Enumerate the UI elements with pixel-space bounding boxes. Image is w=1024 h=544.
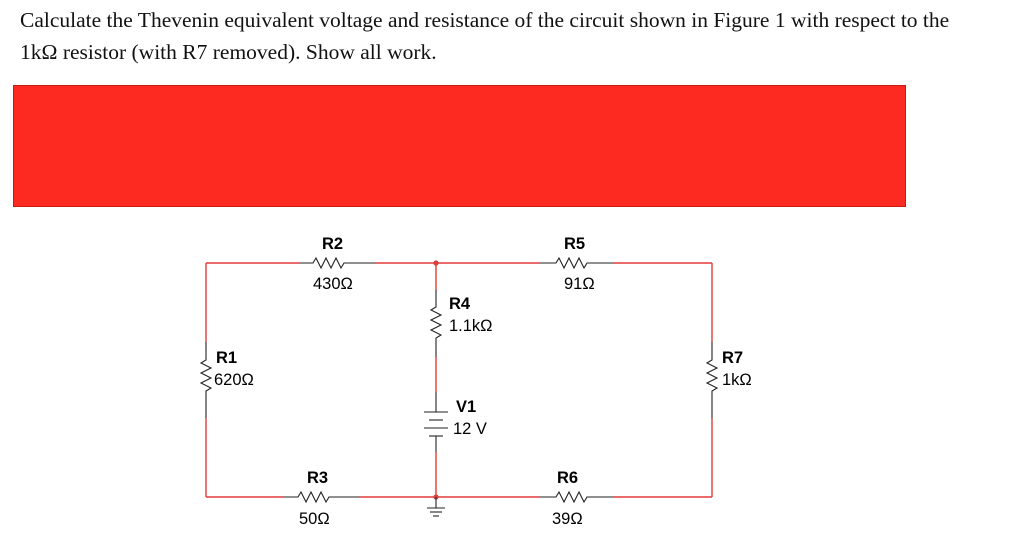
resistor-r3-symbol bbox=[284, 490, 360, 504]
circuit-wires bbox=[205, 262, 713, 498]
value-r1: 620Ω bbox=[214, 371, 254, 389]
question-text: Calculate the Thevenin equivalent voltag… bbox=[20, 8, 950, 64]
label-r3: R3 bbox=[307, 469, 328, 487]
label-r2: R2 bbox=[322, 235, 343, 253]
node-top bbox=[433, 260, 439, 266]
value-v1: 12 V bbox=[453, 420, 487, 438]
label-r1: R1 bbox=[216, 349, 237, 367]
label-r5: R5 bbox=[564, 235, 585, 253]
resistor-r5-symbol bbox=[539, 256, 613, 270]
label-r6: R6 bbox=[557, 469, 578, 487]
resistor-r1-symbol bbox=[199, 342, 213, 418]
value-r4: 1.1kΩ bbox=[449, 317, 493, 335]
component-labels: R2 430Ω R5 91Ω R4 1.1kΩ R1 620Ω R7 1kΩ V… bbox=[214, 235, 752, 528]
label-v1: V1 bbox=[456, 398, 476, 416]
value-r6: 39Ω bbox=[552, 510, 583, 528]
value-r3: 50Ω bbox=[299, 510, 330, 528]
resistor-r6-symbol bbox=[539, 490, 613, 504]
value-r7: 1kΩ bbox=[722, 371, 752, 389]
label-r7: R7 bbox=[722, 349, 743, 367]
value-r2: 430Ω bbox=[313, 275, 353, 293]
label-r4: R4 bbox=[449, 295, 471, 313]
resistor-r4-symbol bbox=[429, 290, 443, 357]
component-symbols bbox=[199, 256, 719, 517]
redacted-block bbox=[13, 85, 906, 207]
resistor-r7-symbol bbox=[705, 342, 719, 418]
resistor-r2-symbol bbox=[299, 256, 375, 270]
value-r5: 91Ω bbox=[564, 275, 595, 293]
